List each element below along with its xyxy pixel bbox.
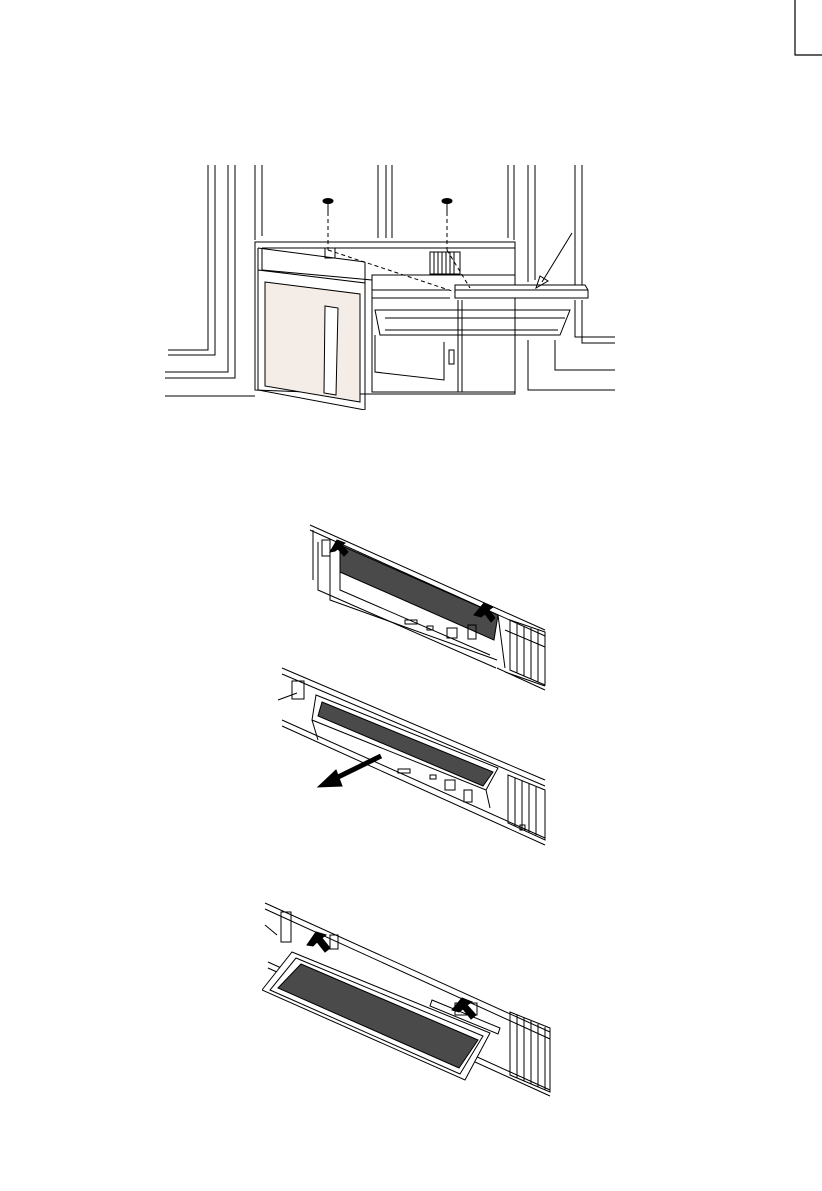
filter-installation-illustration <box>262 898 554 1100</box>
filter-removal-figure <box>275 665 550 850</box>
filter-removal-illustration <box>275 665 550 850</box>
microwave-installation-figure <box>160 160 620 410</box>
microwave-installation-illustration <box>160 160 620 410</box>
filter-installation-figure <box>262 898 554 1100</box>
